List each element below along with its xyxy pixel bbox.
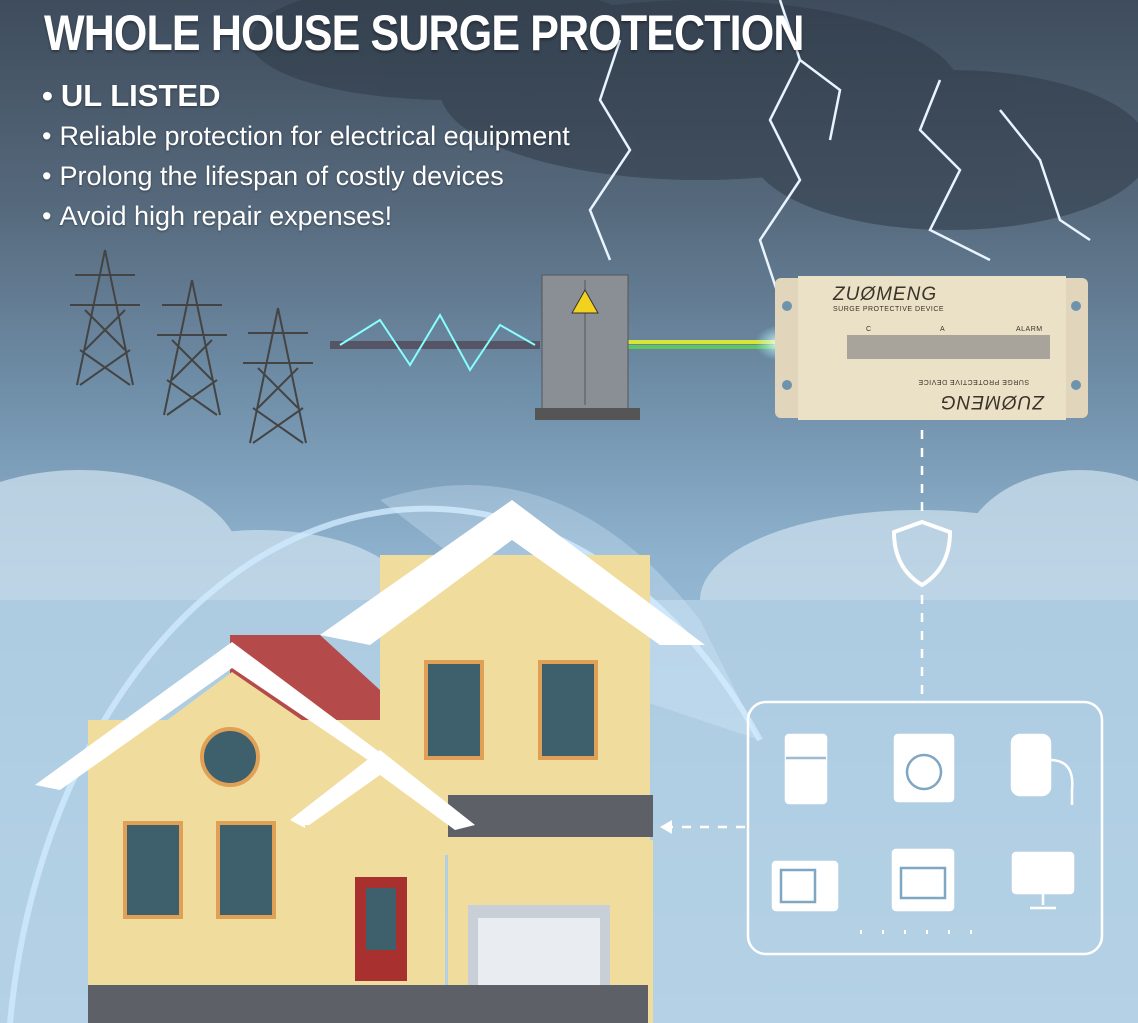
appliances-panel: [746, 700, 1104, 956]
headline: WHOLE HOUSE SURGE PROTECTION: [44, 5, 804, 61]
indicator-label: C: [866, 326, 872, 333]
connector-lines: [672, 430, 924, 829]
electrical-box-icon: [535, 274, 640, 420]
device-brand-inverted: ZUØMENG: [940, 391, 1045, 412]
feature-item: •UL LISTED: [42, 78, 221, 113]
lightning-icon: [588, 0, 1091, 301]
power-tower-icon: [70, 249, 313, 444]
indicator-label: A: [940, 326, 946, 333]
washing-machine-icon: [893, 733, 955, 803]
feature-item: •Prolong the lifespan of costly devices: [42, 161, 504, 191]
warning-icon: [571, 288, 599, 314]
feature-text: Reliable protection for electrical equip…: [59, 121, 570, 151]
device-brand: ZUØMENG: [833, 284, 938, 305]
dishwasher-icon: [891, 848, 955, 912]
refrigerator-icon: [784, 733, 828, 805]
shield-icon: [891, 519, 953, 588]
feature-item: •Reliable protection for electrical equi…: [42, 121, 570, 151]
monitor-icon: [1011, 851, 1075, 910]
microwave-icon: [771, 860, 839, 912]
feature-text: Avoid high repair expenses!: [59, 201, 393, 231]
feature-list: •UL LISTED •Reliable protection for elec…: [42, 76, 570, 236]
feature-text: Prolong the lifespan of costly devices: [59, 161, 504, 191]
arrow-left-icon: [660, 820, 672, 834]
surge-protective-device: [775, 276, 1088, 420]
indicator-label: ALARM: [1016, 326, 1043, 333]
feature-item: •Avoid high repair expenses!: [42, 201, 393, 231]
device-subtitle: SURGE PROTECTIVE DEVICE: [833, 306, 945, 313]
device-subtitle-inverted: SURGE PROTECTIVE DEVICE: [918, 378, 1030, 385]
feature-text: UL LISTED: [60, 78, 221, 113]
water-heater-icon: [1010, 733, 1074, 805]
house: [35, 500, 705, 1023]
storm-clouds: [250, 0, 1138, 230]
